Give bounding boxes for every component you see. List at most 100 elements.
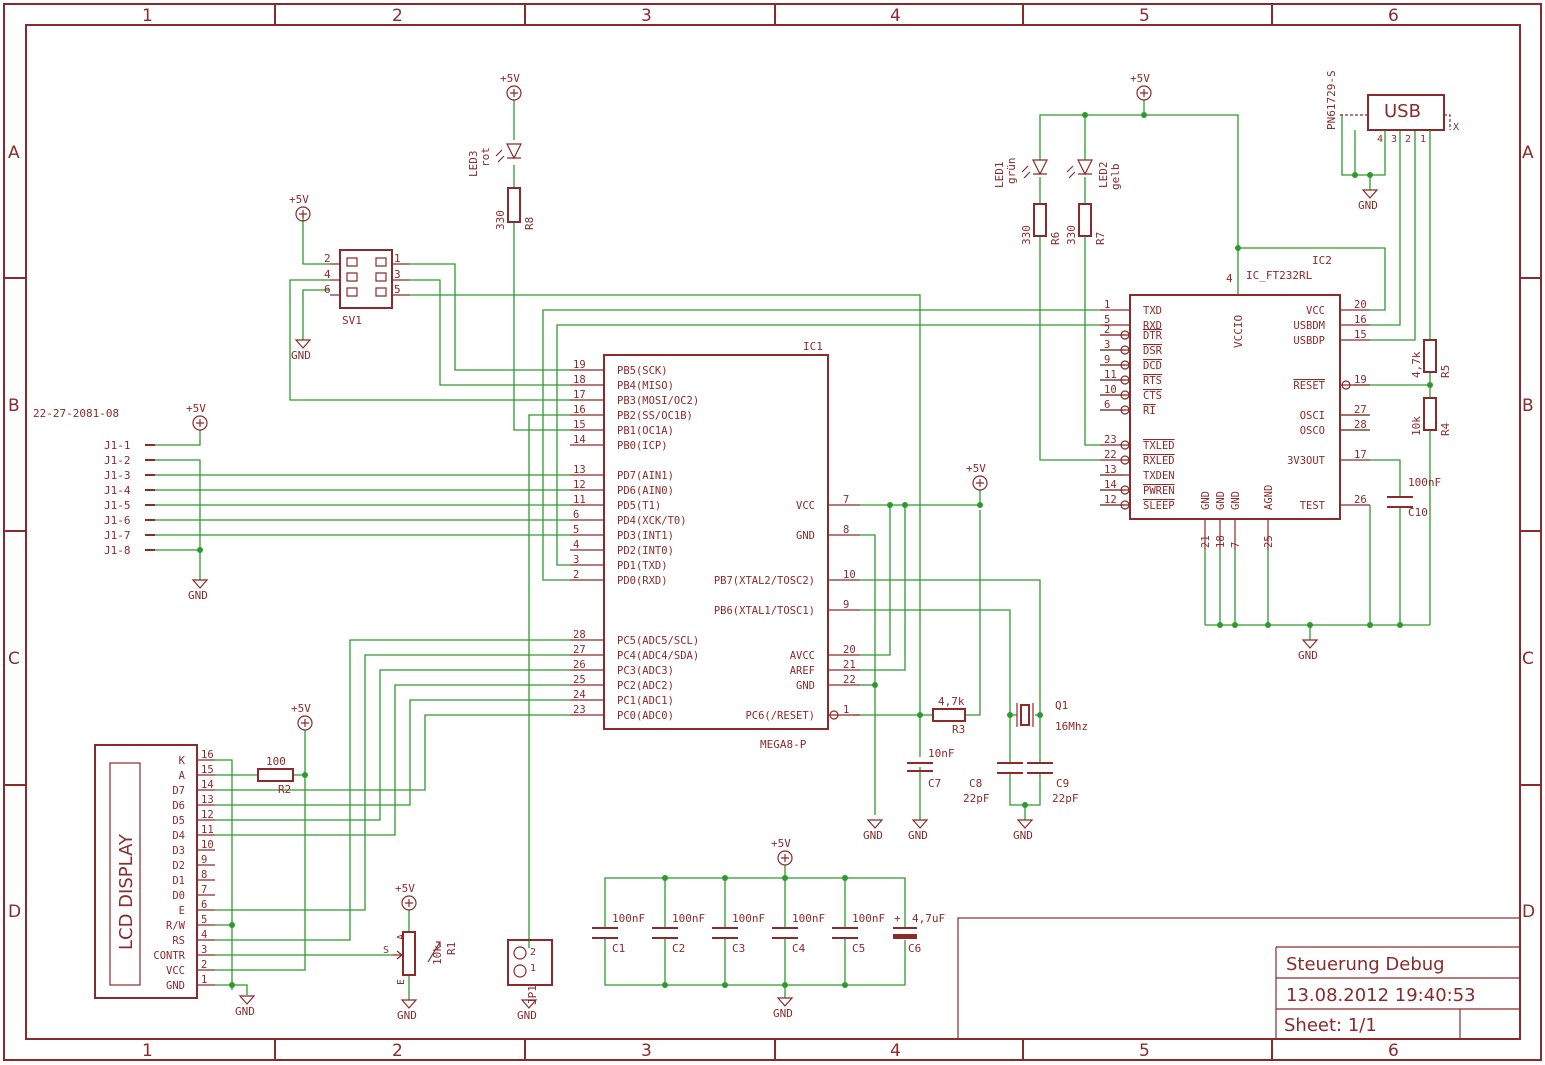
c7-name: C7: [928, 777, 941, 790]
ic2-pin-label: 3V3OUT: [1287, 455, 1326, 467]
gnd-label: GND: [1013, 829, 1033, 842]
vcc-label: +5V: [186, 402, 206, 415]
grid-col-label: 5: [1139, 6, 1150, 26]
r1-pin-e: E: [396, 979, 407, 985]
c4-name: C4: [792, 942, 806, 955]
lcd-pin-label: D4: [172, 830, 185, 842]
ic1-pin-number: 12: [573, 479, 586, 491]
ic2-pin-label: USBDP: [1293, 335, 1325, 347]
lcd-pin-number: 13: [201, 794, 214, 806]
ic1-pin-number: 18: [573, 374, 586, 386]
header-sv1: 2 1 4 3 6 5 SV1: [324, 249, 410, 327]
resistor-r3: 4,7k R3: [932, 695, 966, 736]
ic2-pin-number: 6: [1104, 399, 1110, 411]
sv1-pin: 6: [324, 283, 331, 296]
grid-row-label: B: [8, 396, 20, 416]
ic1-pin-label: PB1(OC1A): [617, 425, 674, 437]
ic1-pin-number: 7: [843, 494, 849, 506]
vcc-label: +5V: [291, 702, 311, 715]
grid-row-label: C: [8, 649, 20, 669]
title-block-sheet: Sheet: 1/1: [1284, 1015, 1377, 1036]
j1-pin-label: J1-6: [104, 514, 131, 527]
ic2-pin-number: 21: [1200, 535, 1212, 548]
led2: LED2 gelb: [1066, 159, 1122, 190]
jp1-name: JP1: [526, 985, 539, 1005]
lcd-pin-number: 10: [201, 839, 214, 851]
grid-col-label: 1: [142, 6, 153, 26]
lcd-pin-number: 2: [201, 959, 207, 971]
vcc-symbol: +5V: [1130, 72, 1152, 101]
j1-pin-label: J1-2: [104, 454, 131, 467]
resistor-r6: 330 R6: [1020, 203, 1062, 245]
ic2-pin-inverter: [1120, 345, 1130, 355]
c5-value: 100nF: [852, 912, 885, 925]
lcd-pin-label: A: [179, 770, 186, 782]
ic1-pin-label: PD7(AIN1): [617, 470, 674, 482]
ic1-pin-number: 2: [573, 569, 579, 581]
lcd-pin-label: CONTR: [153, 950, 185, 962]
lcd-pin-label: VCC: [166, 965, 185, 977]
c8-value: 22pF: [963, 792, 990, 805]
c3-value: 100nF: [732, 912, 765, 925]
sv1-name: SV1: [342, 314, 362, 327]
r1-value: 10k: [431, 945, 444, 965]
ic2-pin-inverter: [1120, 455, 1130, 465]
grid-col-label: 6: [1388, 1041, 1399, 1061]
usb-pin: 4: [1377, 134, 1383, 145]
capacitor-c5: 100nF C5: [832, 912, 885, 955]
grid-col-label: 3: [641, 1041, 652, 1061]
ic1-pin-label: PC5(ADC5/SCL): [617, 635, 699, 647]
r8-name: R8: [523, 217, 536, 230]
ic2-pin-number: 5: [1104, 314, 1110, 326]
ic2-pin-label: VCC: [1306, 305, 1325, 317]
j1-pin-label: J1-3: [104, 469, 131, 482]
c6-value: 4,7uF: [912, 912, 945, 925]
vcc-symbol: +5V: [966, 462, 988, 491]
ic1-pin-number: 8: [843, 524, 849, 536]
gnd-symbol: GND: [291, 339, 312, 362]
grid-col-label: 5: [1139, 1041, 1150, 1061]
ic1-pin-number: 13: [573, 464, 586, 476]
ic1-pin-number: 19: [573, 359, 586, 371]
lcd-pin-label: D0: [172, 890, 185, 902]
gnd-symbol: GND: [1358, 189, 1379, 212]
ic1-pin-number: 9: [843, 599, 849, 611]
ic1-pin-number: 16: [573, 404, 586, 416]
lcd-pin-label: D2: [172, 860, 185, 872]
ic2-pin-inverter: [1120, 440, 1130, 450]
vcc-symbol: +5V: [291, 702, 313, 731]
led3: LED3 rot: [467, 143, 522, 177]
gnd-symbol: GND: [1298, 639, 1319, 662]
ic1-pin-number: 21: [843, 659, 856, 671]
grid-row-label: D: [1522, 902, 1535, 922]
gnd-symbol: GND: [235, 995, 256, 1018]
c9-name: C9: [1056, 777, 1069, 790]
vcc-label: +5V: [289, 193, 309, 206]
lcd-pin-label: D7: [172, 785, 185, 797]
ic1-pin-number: 23: [573, 704, 586, 716]
ic2-pin-label: GND: [1200, 491, 1212, 510]
ic2-pin-inverter: [1120, 500, 1130, 510]
c9-value: 22pF: [1052, 792, 1079, 805]
ic1-value: MEGA8-P: [760, 738, 807, 751]
ic2-pin-label: CTS: [1143, 390, 1162, 402]
ic1-pin-label: GND: [796, 530, 815, 542]
ic2-pin-inverter: [1120, 330, 1130, 340]
ic2-pin-number: 20: [1354, 299, 1367, 311]
ic1-pin-label: PD1(TXD): [617, 560, 668, 572]
grid-column-labels-top: 1 2 3 4 5 6: [142, 6, 1399, 26]
vcc-label: +5V: [966, 462, 986, 475]
vcc-symbol: +5V: [395, 882, 417, 911]
r2-value: 100: [266, 755, 286, 768]
capacitor-c9: C9 22pF: [1027, 762, 1079, 805]
grid-col-label: 2: [392, 1041, 403, 1061]
ic2-pin-inverter: [1120, 485, 1130, 495]
r5-name: R5: [1439, 365, 1452, 378]
lcd-name: LCD DISPLAY: [116, 833, 137, 950]
r3-name: R3: [952, 723, 965, 736]
r4-value: 10k: [1410, 416, 1423, 436]
gnd-label: GND: [1298, 649, 1318, 662]
ic1-pin-label: VCC: [796, 500, 815, 512]
c2-value: 100nF: [672, 912, 705, 925]
ic1-pin-label: AREF: [790, 665, 815, 677]
